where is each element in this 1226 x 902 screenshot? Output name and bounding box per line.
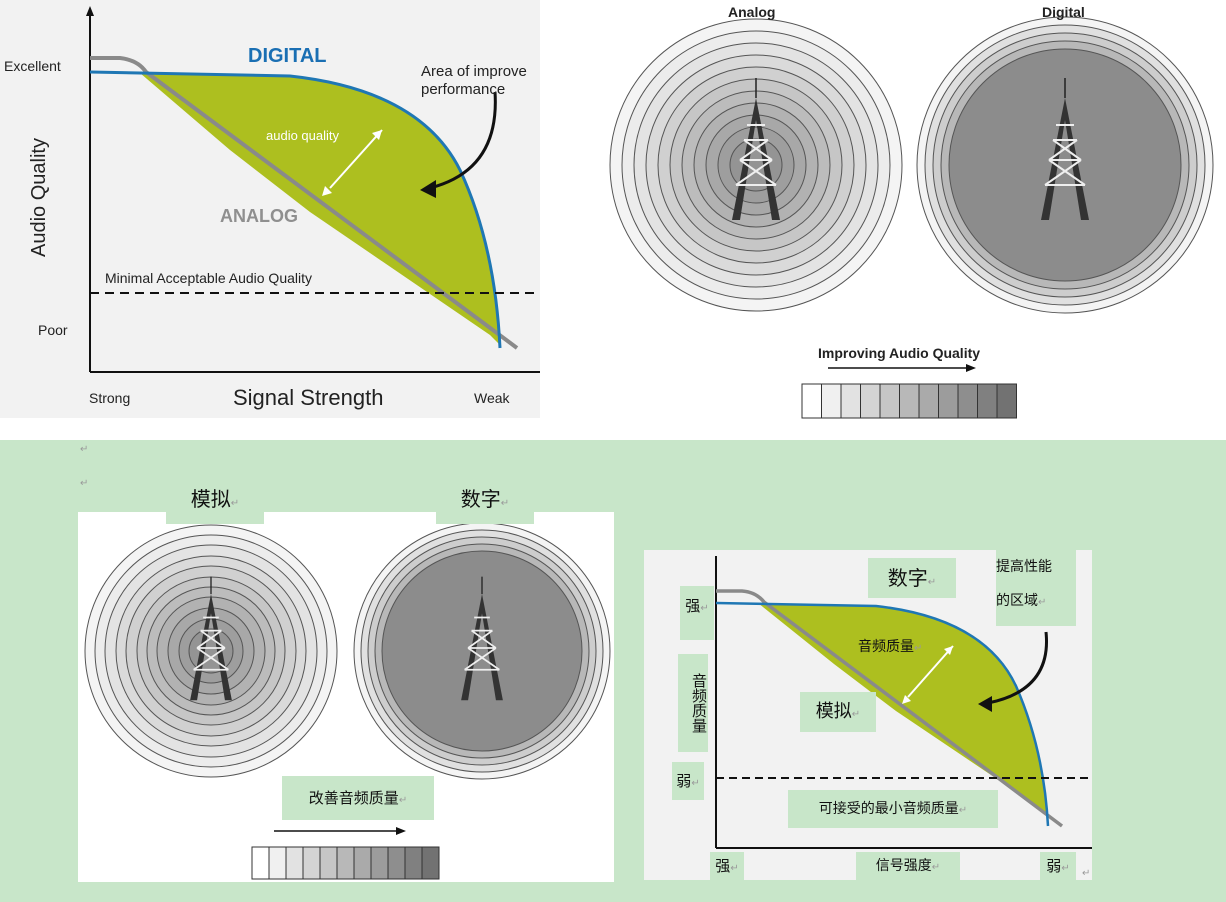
quality-scale-cell [879, 383, 900, 419]
improvement-area [140, 73, 500, 345]
annotation-zh: 提高性能的区域↵ [996, 550, 1076, 626]
improving-quality-label-zh: 改善音频质量↵ [282, 776, 434, 820]
quality-scale-cell [336, 846, 355, 880]
y-axis-label: Audio Quality [27, 138, 50, 257]
quality-scale-cell [957, 383, 978, 419]
quality-scale-zh [251, 846, 440, 880]
digital-title-zh: 数字↵ [436, 480, 534, 524]
quality-scale-cell [421, 846, 440, 880]
x-weak-label: Weak [474, 390, 510, 406]
y-axis-arrow [86, 6, 94, 16]
quality-scale-cell [404, 846, 423, 880]
quality-double-arrow-zh [907, 645, 954, 698]
analog-label-zh: 模拟↵ [800, 692, 876, 732]
quality-scale-cell [996, 383, 1017, 419]
quality-scale-cell [319, 846, 338, 880]
analog-curve-zh [716, 589, 1064, 828]
quality-scale-cell [840, 383, 861, 419]
annotation-line2: performance [421, 81, 506, 98]
x-weak-label-zh: 弱↵ [1040, 852, 1076, 882]
quality-scale-cell [387, 846, 406, 880]
document-section: ↵ ↵ [0, 440, 1226, 902]
y-strong-label-zh: 强↵ [680, 586, 714, 640]
analog-title: Analog [728, 4, 776, 20]
quality-scale-cell [370, 846, 389, 880]
quality-scale-cell [268, 846, 287, 880]
quality-scale-cell [899, 383, 920, 419]
quality-scale-cell [918, 383, 939, 419]
quality-scale-cell [251, 846, 270, 880]
quality-scale-cell [302, 846, 321, 880]
x-strong-label-zh: 强↵ [710, 852, 744, 882]
digital-curve-zh [715, 601, 1050, 827]
y-weak-label-zh: 弱↵ [672, 762, 704, 800]
y-excellent-label: Excellent [4, 58, 61, 74]
paragraph-mark: ↵ [80, 444, 89, 455]
analog-label: ANALOG [220, 206, 298, 226]
quality-scale-cell [353, 846, 372, 880]
quality-scale [801, 383, 1017, 419]
analog-coverage-rings [609, 18, 903, 312]
paragraph-mark: ↵ [1082, 868, 1091, 879]
digital-label: DIGITAL [248, 45, 327, 67]
quality-scale-cell [285, 846, 304, 880]
quality-double-arrow [329, 129, 383, 189]
quality-scale-cell [860, 383, 881, 419]
analog-title-zh: 模拟↵ [166, 480, 264, 524]
digital-label-zh: 数字↵ [868, 558, 956, 598]
quality-scale-cell [938, 383, 959, 419]
x-axis-label-zh: 信号强度↵ [856, 852, 960, 882]
quality-scale-cell [821, 383, 842, 419]
coverage-comparison: Analog Digital Improving Audio Quality [600, 0, 1226, 430]
y-poor-label: Poor [38, 322, 68, 338]
y-axis-label-zh: 音频质量 [678, 654, 708, 752]
annotation-arrow [429, 91, 497, 190]
x-axis-label: Signal Strength [233, 385, 384, 410]
x-strong-label: Strong [89, 390, 131, 406]
improving-quality-label: Improving Audio Quality [818, 345, 981, 361]
coverage-comparison-zh [78, 512, 614, 882]
annotation-line1: Area of improve [421, 63, 527, 80]
annotation-arrow-zh [987, 631, 1049, 705]
threshold-label: Minimal Acceptable Audio Quality [105, 270, 312, 286]
quality-scale-cell [977, 383, 998, 419]
signal-quality-chart: DIGITAL ANALOG audio quality Area of imp… [0, 0, 540, 418]
audio-quality-arrow-label-zh: 音频质量↵ [858, 639, 923, 655]
threshold-label-zh: 可接受的最小音频质量↵ [788, 790, 998, 828]
digital-title: Digital [1042, 4, 1085, 20]
audio-quality-arrow-label: audio quality [266, 128, 339, 143]
digital-coverage-rings-zh [353, 522, 611, 780]
digital-coverage-rings [916, 16, 1214, 314]
digital-curve [89, 70, 502, 349]
paragraph-mark: ↵ [80, 478, 89, 489]
analog-coverage-rings-zh [84, 524, 338, 778]
quality-scale-cell [801, 383, 822, 419]
